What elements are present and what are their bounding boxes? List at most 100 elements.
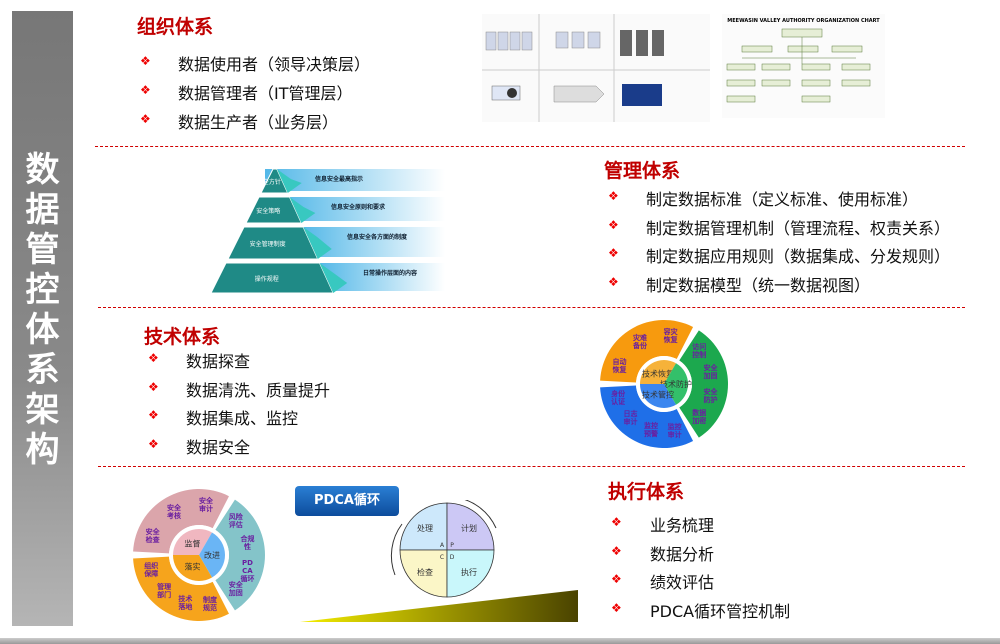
wheel-outer-label: 安全检查 [145, 528, 160, 545]
list-item: 绩效评估 [650, 573, 715, 592]
wheel-outer-label: 安全加固 [703, 364, 718, 381]
pdca-letter: P [450, 542, 454, 549]
wheel-center-label: 技术恢复 [642, 369, 674, 379]
pyramid-desc: 日常操作层面的内容 [363, 269, 417, 277]
bullet-icon: ❖ [148, 408, 159, 422]
bullet-icon: ❖ [611, 544, 622, 558]
bullet-icon: ❖ [148, 380, 159, 394]
bullet-icon: ❖ [140, 54, 151, 68]
pdca-letter: C [440, 554, 444, 561]
pdca-quadrant-label: 检查 [417, 567, 433, 577]
list-item: 数据安全 [186, 438, 251, 457]
wheel-outer-label: 安全审计 [198, 497, 213, 514]
wheel-center-label: 监督 [185, 539, 201, 549]
bullet-icon: ❖ [611, 601, 622, 615]
wheel-outer-label: 访问控制 [692, 343, 707, 360]
org-diagram [482, 14, 710, 122]
bullet-icon: ❖ [608, 218, 619, 232]
wheel-outer-label: 容灾恢复 [663, 328, 678, 345]
wheel-outer-label: 监控审计 [667, 422, 682, 439]
wheel-center-segment [640, 384, 676, 408]
bullet-icon: ❖ [608, 246, 619, 260]
pyramid-level-label: 安全方针 [257, 178, 281, 186]
pyramid-level [260, 168, 289, 194]
list-item: 制定数据标准（定义标准、使用标准） [646, 190, 919, 209]
list-item: 数据清洗、质量提升 [186, 381, 331, 400]
wheel-center-label: 技术管控 [642, 389, 674, 399]
wheel-outer-label: 安全加固 [228, 580, 243, 597]
pdca-quadrant [399, 502, 448, 551]
list-item: PDCA循环管控机制 [650, 602, 791, 621]
wheel-outer-label: 制度规范 [203, 595, 218, 612]
list-item: 制定数据管理机制（管理流程、权责关系） [646, 219, 951, 238]
wheel-segment [600, 385, 694, 448]
divider [95, 146, 965, 147]
bullet-icon: ❖ [608, 189, 619, 203]
bottom-border [0, 638, 1000, 644]
pyramid-level-label: 操作规程 [255, 275, 279, 283]
pyramid-level-label: 安全策略 [256, 207, 280, 215]
pyramid-level-label: 安全管理制度 [250, 240, 286, 248]
pyramid-band [283, 197, 445, 221]
wheel-center-segment [199, 532, 225, 578]
wheel-center-label: 改进 [204, 550, 220, 560]
wheel-outer-label: 管理部门 [157, 582, 172, 599]
org-chart-image: MEEWASIN VALLEY AUTHORITY ORGANIZATION C… [722, 14, 885, 118]
list-item: 数据分析 [650, 545, 715, 564]
cycle-arrow-icon [390, 523, 403, 576]
wheel-center-segment [640, 360, 676, 384]
bullet-icon: ❖ [140, 112, 151, 126]
pyramid-band [265, 169, 445, 191]
divider [98, 466, 965, 467]
pdca-quadrant [446, 502, 495, 551]
wheel-outer-label: 技术落地 [178, 595, 193, 612]
wheel-outer-label: 监控预警 [643, 422, 658, 439]
wheel-segment [679, 330, 728, 438]
wheel-center-segment [173, 529, 212, 555]
security-pyramid: 安全方针 信息安全最高指示安全策略 信息安全原则和要求安全管理制度 信息安全各方面的制… [205, 165, 445, 301]
slope [300, 590, 578, 622]
org-title: 组织体系 [137, 16, 214, 38]
wheel-outer-label: 安全考核 [167, 503, 181, 520]
wheel-outer-label: 合规性 [240, 534, 255, 551]
pdca-letter: A [440, 542, 445, 549]
divider [98, 307, 965, 308]
list-item: 数据探查 [186, 352, 251, 371]
pdca-letter: D [450, 554, 455, 561]
wheel-center-segment [173, 555, 212, 581]
list-item: 数据集成、监控 [186, 409, 299, 428]
org-chart-title: MEEWASIN VALLEY AUTHORITY ORGANIZATION C… [727, 18, 880, 24]
wheel-outer-label: 安全防护 [703, 387, 718, 404]
wheel-outer-label: 组织保障 [144, 561, 159, 578]
pyramid-level [245, 196, 303, 224]
pyramid-side [289, 197, 316, 223]
wheel-segment [133, 489, 229, 554]
wheel-outer-label: PDCA循环 [240, 559, 255, 584]
sidebar-band [12, 11, 73, 626]
pdca-quadrant [399, 549, 448, 598]
wheel-outer-label: 日志审计 [623, 410, 638, 427]
wheel-outer-label: 数据加密 [692, 408, 707, 425]
pdca-quadrant-label: 计划 [461, 523, 477, 533]
bullet-icon: ❖ [611, 515, 622, 529]
wheel-outer-label: 身份认证 [611, 390, 626, 407]
list-item: 制定数据应用规则（数据集成、分发规则） [646, 247, 951, 266]
pdca-quadrant [446, 549, 495, 598]
pyramid-desc: 信息安全原则和要求 [331, 203, 386, 211]
pyramid-side [319, 263, 348, 293]
wheel-segment [133, 556, 229, 621]
wheel-outer-label: 灾难备份 [633, 334, 647, 351]
list-item: 数据使用者（领导决策层） [178, 55, 371, 74]
pyramid-desc: 信息安全最高指示 [315, 175, 363, 183]
bullet-icon: ❖ [140, 83, 151, 97]
pyramid-side [303, 227, 332, 259]
list-item: 数据管理者（IT管理层） [178, 84, 353, 103]
pyramid-level [227, 226, 319, 260]
list-item: 数据生产者（业务层） [178, 113, 339, 132]
tech-wheel: 技术恢复技术防护技术管控自动恢复灾难备份容灾恢复访问控制安全加固安全防护数据加密… [598, 316, 732, 452]
sidebar-title: 数据管控体系架构 [25, 150, 60, 470]
pyramid-desc: 信息安全各方面的制度 [347, 233, 408, 241]
pyramid-side [276, 169, 302, 193]
